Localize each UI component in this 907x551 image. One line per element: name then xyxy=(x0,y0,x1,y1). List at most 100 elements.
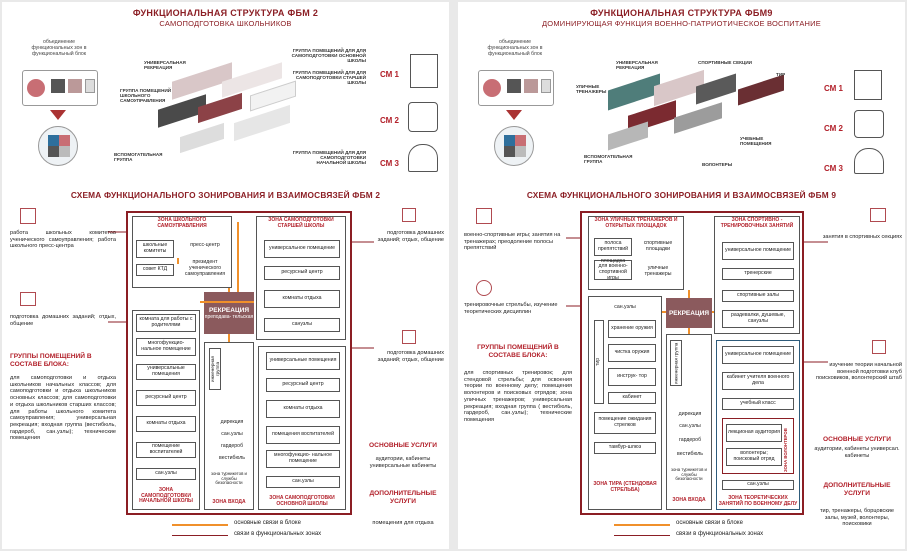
services-title: ОСНОВНЫЕ УСЛУГИ xyxy=(369,442,437,449)
zone-sport-title: ЗОНА СПОРТИВНО - ТРЕНИРОВОЧНЫХ ЗАНЯТИЙ xyxy=(720,217,794,229)
recreation-title: РЕКРЕАЦИЯ xyxy=(668,309,710,317)
study-icon xyxy=(20,292,36,306)
arrow-down-icon xyxy=(506,110,522,120)
room-box: комната для работы с родителями xyxy=(136,314,196,332)
services-title: ОСНОВНЫЕ УСЛУГИ xyxy=(823,436,891,443)
zone-square-icon xyxy=(541,79,551,93)
groups-title: ГРУППЫ ПОМЕЩЕНИЙ В СОСТАВЕ БЛОКА: xyxy=(10,353,92,368)
room-label: гардероб xyxy=(220,443,244,449)
legend-main-line xyxy=(172,524,228,526)
panel-fbm2: ФУНКЦИОНАЛЬНАЯ СТРУКТУРА ФБМ 2 САМОПОДГО… xyxy=(2,2,449,549)
room-label: дирекция xyxy=(220,419,244,425)
houses-icon xyxy=(854,148,884,174)
zone-circle-icon xyxy=(27,79,45,97)
room-box: чистка оружия xyxy=(608,344,656,362)
sm3-label: СМ 3 xyxy=(824,164,844,173)
groups-title: ГРУППЫ ПОМЕЩЕНИЙ В СОСТАВЕ БЛОКА: xyxy=(477,344,559,359)
block-part-icon xyxy=(515,146,526,157)
iso-label-selfgov: ГРУППА ПОМЕЩЕНИЙ ШКОЛЬНОГО САМОУПРАВЛЕНИ… xyxy=(120,88,172,104)
zone-entry-title: ЗОНА ВХОДА xyxy=(212,499,246,505)
building-icon xyxy=(854,70,882,100)
merge-note: объединение функциональных зон в функцио… xyxy=(487,39,543,57)
room-box: сан.узлы xyxy=(594,302,656,314)
room-box: площадка для военно-спортивной игры xyxy=(594,258,632,281)
study-icon xyxy=(872,340,886,354)
merge-before xyxy=(478,70,554,106)
sm1-label: СМ 1 xyxy=(380,70,400,79)
connection-lines xyxy=(108,222,374,349)
zone-entry xyxy=(666,334,712,510)
block-part-icon xyxy=(59,146,70,157)
scheme-title: СХЕМА ФУНКЦИОНАЛЬНОГО ЗОНИРОВАНИЯ И ВЗАИ… xyxy=(526,190,837,200)
room-label: гардероб xyxy=(678,437,702,443)
room-box: тренерские xyxy=(722,268,794,280)
room-box: универсальные помещения xyxy=(266,352,340,370)
study-icon xyxy=(402,208,416,222)
zone-selfgov xyxy=(132,216,232,288)
zone-basic xyxy=(258,346,346,510)
page-title: ФУНКЦИОНАЛЬНАЯ СТРУКТУРА ФБМ 2 xyxy=(132,8,319,18)
iso-label-senior: ГРУППА ПОМЕЩЕНИЙ ДЛЯ ДЛЯ САМОПОДГОТОВКИ … xyxy=(292,70,366,86)
room-box: помещение ожидания стрелков xyxy=(594,412,656,434)
recreation-sub: преподава- тельская xyxy=(204,313,254,320)
meeting-icon xyxy=(20,208,36,224)
room-box: санузлы xyxy=(264,318,340,332)
sm3-label: СМ 3 xyxy=(380,159,400,168)
room-box: помещение воспитателей xyxy=(136,442,196,458)
legend-main-line xyxy=(614,524,670,526)
block-part-icon xyxy=(515,135,526,146)
room-box: помещения воспитателей xyxy=(266,426,340,444)
zone-square-icon xyxy=(68,79,82,93)
zone-basic-title: ЗОНА САМОПОДГОТОВКИ ОСНОВНОЙ ШКОЛЫ xyxy=(269,495,335,507)
room-box: пресс-центр xyxy=(182,240,228,252)
zone-circle-icon xyxy=(483,79,501,97)
iso-label-universal: УНИВЕРСАЛЬНАЯ РЕКРЕАЦИЯ xyxy=(144,60,186,71)
panel-fbm9: ФУНКЦИОНАЛЬНАЯ СТРУКТУРА ФБМ9 ДОМИНИРУЮЩ… xyxy=(458,2,905,549)
room-box: ресурсный центр xyxy=(136,390,196,406)
room-box: кабинет xyxy=(608,392,656,404)
merge-before xyxy=(22,70,98,106)
room-box: сан.узлы xyxy=(136,468,196,480)
room-box: комнаты отдыха xyxy=(264,290,340,308)
building-icon xyxy=(410,54,438,88)
connection-lines xyxy=(566,237,828,363)
legend-main-label: основные связи в блоке xyxy=(676,520,743,526)
recreation-block: РЕКРЕАЦИЯ преподава- тельская xyxy=(204,292,254,334)
iso-label-universal: УНИВЕРСАЛЬНАЯ РЕКРЕАЦИЯ xyxy=(616,60,658,71)
services-text: аудитории, кабинеты универсальные кабине… xyxy=(369,456,437,469)
iso-label-basic: ГРУППА ПОМЕЩЕНИЙ ДЛЯ ДЛЯ САМОПОДГОТОВКИ … xyxy=(291,48,366,64)
left-activity-2: тренировочные стрельбы, изучение теорети… xyxy=(464,302,558,315)
room-label: вестибюль xyxy=(219,455,245,461)
sm2-label: СМ 2 xyxy=(380,116,400,125)
room-box: сан.узлы xyxy=(266,476,340,488)
room-box: комнаты отдыха xyxy=(266,400,340,418)
left-activity-1: работа школьных комитетов ученического с… xyxy=(10,230,116,250)
page-subtitle: САМОПОДГОТОВКА ШКОЛЬНИКОВ xyxy=(159,19,292,28)
legend-func-label: связи в функциональных зонах xyxy=(234,531,322,537)
room-box: инструк- тор xyxy=(608,368,656,386)
scheme-title: СХЕМА ФУНКЦИОНАЛЬНОГО ЗОНИРОВАНИЯ И ВЗАИ… xyxy=(70,190,381,200)
zone-primary xyxy=(132,310,200,510)
room-box: ресурсный центр xyxy=(264,266,340,280)
iso-label-aux: ВСПОМОГАТЕЛЬНАЯ ГРУППА xyxy=(584,154,633,165)
right-activity-2: изучение теории начальной военной подгот… xyxy=(816,362,902,382)
zone-street-title: ЗОНА УЛИЧНЫХ ТРЕНАЖЕРОВ И ОТКРЫТЫХ ПЛОЩА… xyxy=(594,217,678,229)
zone-sport xyxy=(714,216,800,334)
iso-label-volunteers: ВОЛОНТЕРЫ xyxy=(702,162,733,167)
room-label: зона турникетов и службы безопасности xyxy=(211,471,247,486)
scheme-frame xyxy=(580,211,804,515)
right-activity-1: подготовка домашних заданий; отдых, обще… xyxy=(377,230,444,243)
groups-text: для самоподготовки и отдыха школьников н… xyxy=(10,375,116,442)
recreation-title: РЕКРЕАЦИЯ xyxy=(208,306,250,314)
study-icon xyxy=(402,330,416,344)
block-part-icon xyxy=(48,135,59,146)
merged-block-icon xyxy=(494,126,534,166)
room-box: президент ученического самоуправления xyxy=(182,258,228,280)
room-box: спортивные площадки xyxy=(638,238,678,256)
zone-tir xyxy=(588,296,662,510)
zone-theory xyxy=(716,340,800,510)
room-box: уличные тренажеры xyxy=(638,264,678,280)
zone-street xyxy=(588,216,684,290)
merge-note: объединение функциональных зон в функцио… xyxy=(31,39,87,57)
iso-label-sport: СПОРТИВНЫЕ СЕКЦИИ xyxy=(698,60,752,65)
